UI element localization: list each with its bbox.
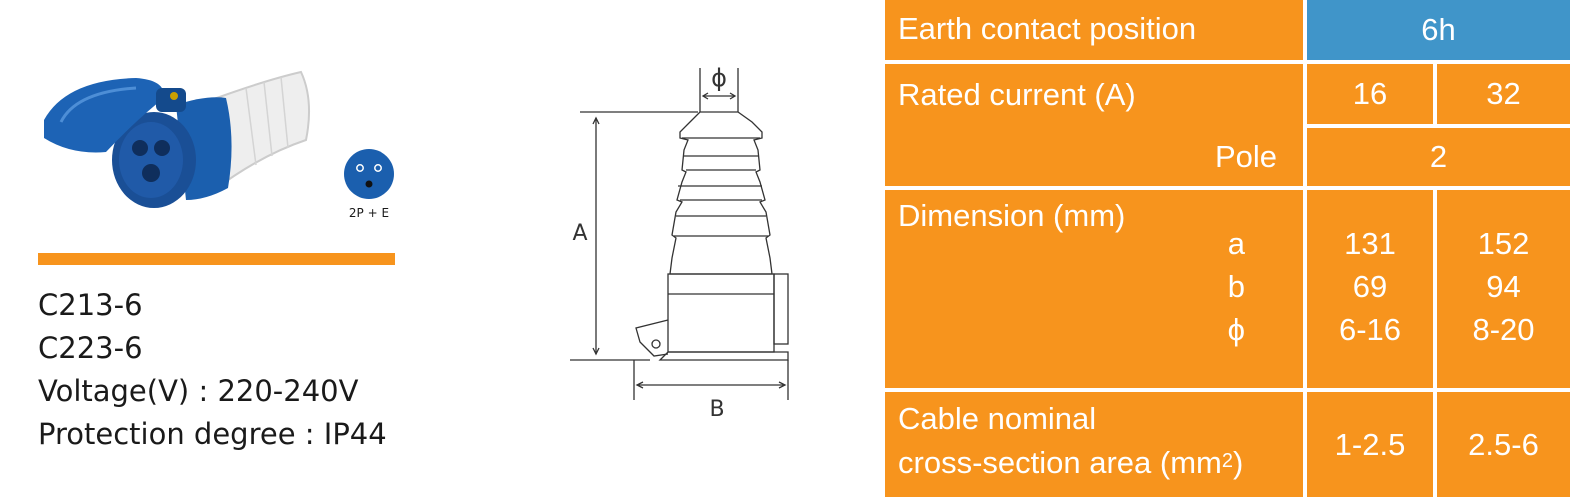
pin-layout-icon	[344, 149, 394, 199]
voltage-line: Voltage(V) : 220-240V	[38, 374, 359, 408]
dimension-col1-cell: 131 69 6-16	[1307, 190, 1433, 388]
rated-current-32-cell: 32	[1437, 64, 1570, 124]
dimension-a-32: 152	[1477, 226, 1530, 261]
cable-16-cell: 1-2.5	[1307, 392, 1433, 497]
protection-line: Protection degree : IP44	[38, 417, 387, 451]
cable-label-line1: Cable nominal	[898, 401, 1097, 436]
dimension-b-32: 94	[1486, 269, 1521, 304]
phi-label: ϕ	[711, 64, 727, 92]
earth-contact-label-cell: Earth contact position	[885, 0, 1303, 60]
dimension-phi-16: 6-16	[1338, 312, 1402, 347]
cable-16: 1-2.5	[1334, 426, 1406, 462]
technical-drawing: ϕ A B	[570, 64, 789, 422]
dimension-a-16: 131	[1344, 226, 1396, 261]
dimension-phi-32: 8-20	[1472, 312, 1535, 347]
dimension-key-phi: ϕ	[1227, 312, 1245, 347]
cable-label-superscript: 2	[1221, 450, 1233, 472]
model-1: C213-6	[38, 288, 143, 322]
pole-value-cell: 2	[1307, 128, 1570, 186]
spec-table: Earth contact position 6h Rated current …	[885, 0, 1570, 497]
cable-32-cell: 2.5-6	[1437, 392, 1570, 497]
rated-current-16: 16	[1352, 76, 1388, 111]
rated-current-16-cell: 16	[1307, 64, 1433, 124]
dimension-a-label: A	[572, 221, 587, 246]
product-spec-lines: C213-6 C223-6 Voltage(V) : 220-240V Prot…	[38, 284, 387, 456]
pin-layout-label: 2P + E	[348, 206, 390, 220]
pole-label: Pole	[1214, 139, 1277, 174]
cable-32: 2.5-6	[1468, 426, 1539, 462]
current-pole-label-cell: Rated current (A) Pole	[885, 64, 1303, 186]
rated-current-32: 32	[1486, 76, 1521, 111]
dimension-label: Dimension (mm)	[898, 198, 1126, 233]
dimension-key-a: a	[1227, 226, 1245, 261]
product-photo	[44, 70, 310, 208]
cable-label-cell: Cable nominal cross-section area (mm2)	[885, 392, 1303, 497]
earth-contact-value-cell: 6h	[1307, 0, 1570, 60]
dimension-b-16: 69	[1352, 269, 1388, 304]
dimension-key-b: b	[1227, 269, 1245, 304]
rated-current-label: Rated current (A)	[898, 77, 1136, 112]
earth-contact-value: 6h	[1421, 12, 1456, 47]
divider	[38, 253, 395, 265]
earth-contact-label: Earth contact position	[898, 11, 1197, 46]
model-2: C223-6	[38, 331, 143, 365]
pole-value: 2	[1429, 139, 1448, 174]
dimension-col2-cell: 152 94 8-20	[1437, 190, 1570, 388]
dimension-label-cell: Dimension (mm) a b ϕ	[885, 190, 1303, 388]
dimension-b-label: B	[709, 397, 724, 422]
cable-label-line2: cross-section area (mm2)	[898, 445, 1244, 480]
